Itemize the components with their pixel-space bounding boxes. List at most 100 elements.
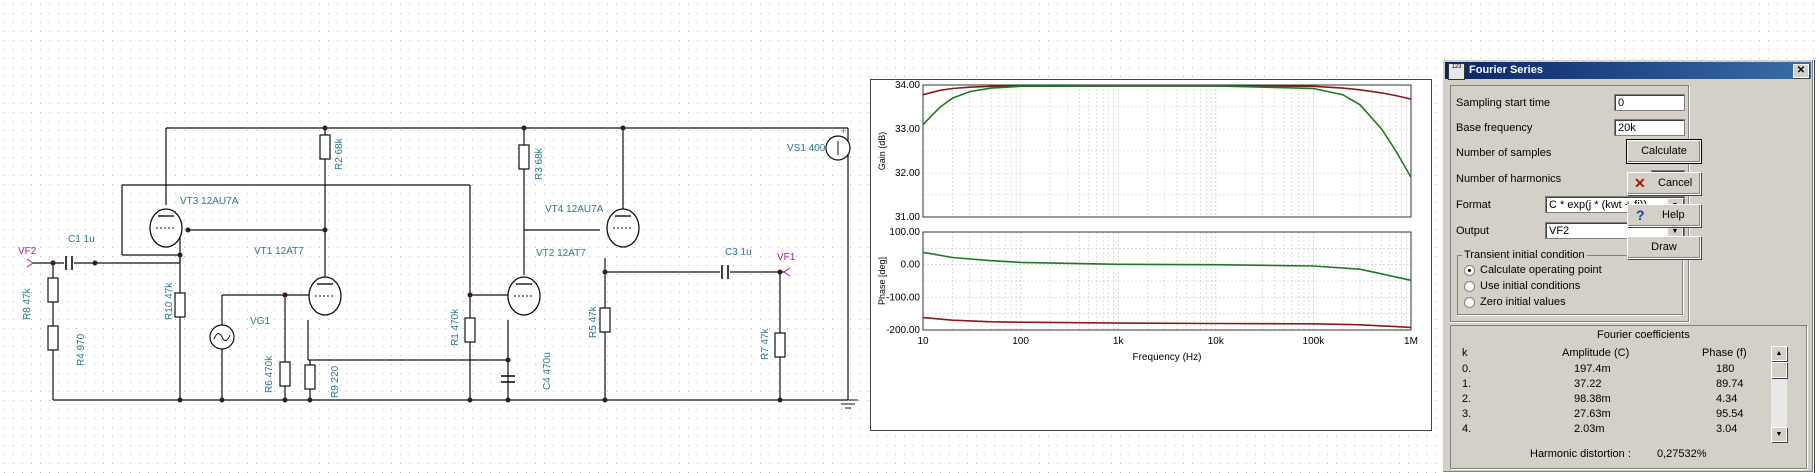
- phase-ylabel: Phase [deg]: [877, 257, 887, 305]
- phase-ytick-label: 0.00: [901, 260, 921, 271]
- coefficients-table[interactable]: k Amplitude (C) Phase (f) 0. 197.4m 180 1. 3…: [1452, 345, 1787, 441]
- close-icon[interactable]: ✕: [1793, 64, 1809, 78]
- dialog-title: Fourier Series: [1469, 64, 1543, 76]
- cancel-label: Cancel: [1658, 177, 1693, 189]
- radio-calculate-operating-point[interactable]: [1464, 265, 1475, 276]
- calculate-button[interactable]: Calculate: [1626, 139, 1702, 164]
- bode-plot: 34.00 33.00 32.00 31.00 Gain (dB) 100.00 0.00 -…: [877, 80, 1418, 363]
- r4-label: R4 970: [76, 333, 87, 366]
- vt3-label: VT3 12AU7A: [180, 196, 239, 207]
- coef-k: 3.: [1462, 408, 1472, 420]
- phase-series-line: [922, 316, 1412, 329]
- r5-label: R5 47k: [588, 306, 599, 338]
- app-icon: 123: [1448, 63, 1465, 80]
- coef-k: 1.: [1462, 378, 1472, 390]
- gain-plot-frame: [922, 84, 1412, 218]
- harmonic-distortion-value: 0,27532%: [1657, 448, 1707, 460]
- cancel-x-icon: ✕: [1634, 175, 1646, 191]
- gain-ytick-label: 34.00: [895, 80, 920, 91]
- phase-series-line: [922, 251, 1412, 282]
- radio-zero-initial-values[interactable]: [1464, 297, 1475, 308]
- output-value: VF2: [1549, 225, 1570, 237]
- coef-k: 2.: [1462, 393, 1472, 405]
- x-axis-label: Frequency (Hz): [1133, 352, 1202, 363]
- coefficients-caption: Fourier coefficients: [1597, 329, 1690, 341]
- xtick-label: 10k: [1208, 336, 1225, 347]
- schematic-wires: +: [26, 125, 858, 409]
- probe-vf1-label: VF1: [777, 252, 796, 263]
- phase-plot-frame: [922, 231, 1412, 331]
- gain-ytick-label: 31.00: [895, 212, 920, 223]
- col-header-phase: Phase (f): [1702, 347, 1747, 359]
- num-samples-label: Number of samples: [1456, 147, 1552, 159]
- r1-label: R1 470k: [450, 308, 461, 346]
- vg1-label: VG1: [250, 316, 271, 327]
- parameters-panel: [1450, 85, 1689, 322]
- format-label: Format: [1456, 199, 1491, 211]
- xtick-label: 100k: [1303, 336, 1326, 347]
- dialog-titlebar[interactable]: 123 Fourier Series ✕: [1445, 62, 1811, 80]
- r2-label: R2 68k: [334, 138, 345, 170]
- cancel-button[interactable]: ✕ Cancel: [1627, 172, 1701, 195]
- radio-use-initial-conditions[interactable]: [1464, 281, 1475, 292]
- vt4-label: VT4 12AU7A: [545, 204, 604, 215]
- scroll-thumb[interactable]: [1771, 362, 1787, 378]
- bode-plot-window[interactable]: 34.00 33.00 32.00 31.00 Gain (dB) 100.00 0.00 -…: [870, 79, 1432, 431]
- col-header-amplitude: Amplitude (C): [1562, 347, 1630, 359]
- vs1-label: VS1 400: [787, 143, 826, 154]
- coef-amplitude: 197.4m: [1574, 363, 1611, 375]
- gain-series-line: [922, 85, 1412, 178]
- coef-k: 4.: [1462, 423, 1472, 435]
- output-label: Output: [1456, 225, 1490, 237]
- help-question-icon: ?: [1636, 207, 1645, 223]
- gain-ytick-label: 32.00: [895, 168, 920, 179]
- num-harmonics-label: Number of harmonics: [1456, 173, 1562, 185]
- xtick-label: 100: [1012, 336, 1029, 347]
- draw-button[interactable]: Draw: [1627, 236, 1701, 259]
- phase-ytick-label: -100.00: [886, 292, 920, 303]
- r3-label: R3 68k: [534, 148, 545, 180]
- coef-amplitude: 98.38m: [1574, 393, 1611, 405]
- coef-amplitude: 27.63m: [1574, 408, 1611, 420]
- c1-label: C1 1u: [68, 234, 95, 245]
- sampling-start-input[interactable]: 0: [1614, 94, 1685, 111]
- vt1-label: VT1 12AT7: [254, 246, 304, 257]
- col-header-k: k: [1462, 347, 1468, 359]
- c3-label: C3 1u: [725, 247, 752, 258]
- radio-label-zero-initial: Zero initial values: [1480, 296, 1566, 308]
- scroll-up-icon[interactable]: ▲: [1771, 346, 1787, 361]
- r6-label: R6 470k: [264, 355, 275, 393]
- format-select[interactable]: C * exp(j * (kwt + fi)) ▼: [1545, 196, 1685, 213]
- coef-phase: 95.54: [1716, 408, 1744, 420]
- coefficients-panel: [1450, 325, 1807, 469]
- phase-ytick-label: 100.00: [889, 227, 920, 238]
- coef-amplitude: 2.03m: [1574, 423, 1605, 435]
- format-value: C * exp(j * (kwt + fi)): [1549, 199, 1648, 211]
- coef-k: 0.: [1462, 363, 1472, 375]
- coef-phase: 89.74: [1716, 378, 1744, 390]
- r10-label: R10 47k: [164, 282, 175, 320]
- harmonic-distortion-label: Harmonic distortion :: [1530, 448, 1631, 460]
- help-label: Help: [1662, 209, 1685, 221]
- gain-ylabel: Gain (dB): [877, 132, 887, 171]
- r8-label: R8 47k: [22, 288, 33, 320]
- help-button[interactable]: ? Help: [1627, 204, 1701, 227]
- radio-label-use-initial: Use initial conditions: [1480, 280, 1581, 292]
- radio-label-calculate: Calculate operating point: [1480, 264, 1602, 276]
- c4-label: C4 470u: [542, 352, 553, 390]
- svg-text:+: +: [841, 126, 846, 136]
- base-frequency-label: Base frequency: [1456, 122, 1533, 134]
- scroll-down-icon[interactable]: ▼: [1771, 427, 1787, 442]
- sampling-start-label: Sampling start time: [1456, 97, 1551, 109]
- probe-vf2-label: VF2: [18, 246, 37, 257]
- transient-group-caption: Transient initial condition: [1462, 249, 1587, 261]
- xtick-label: 1k: [1113, 336, 1125, 347]
- coef-phase: 4.34: [1716, 393, 1738, 405]
- coef-amplitude: 37.22: [1574, 378, 1602, 390]
- gain-ytick-label: 33.00: [895, 124, 920, 135]
- xtick-label: 10: [917, 336, 929, 347]
- base-frequency-input[interactable]: 20k: [1614, 119, 1685, 136]
- coef-phase: 180: [1716, 363, 1735, 375]
- phase-ytick-label: -200.00: [886, 325, 920, 336]
- coef-phase: 3.04: [1716, 423, 1738, 435]
